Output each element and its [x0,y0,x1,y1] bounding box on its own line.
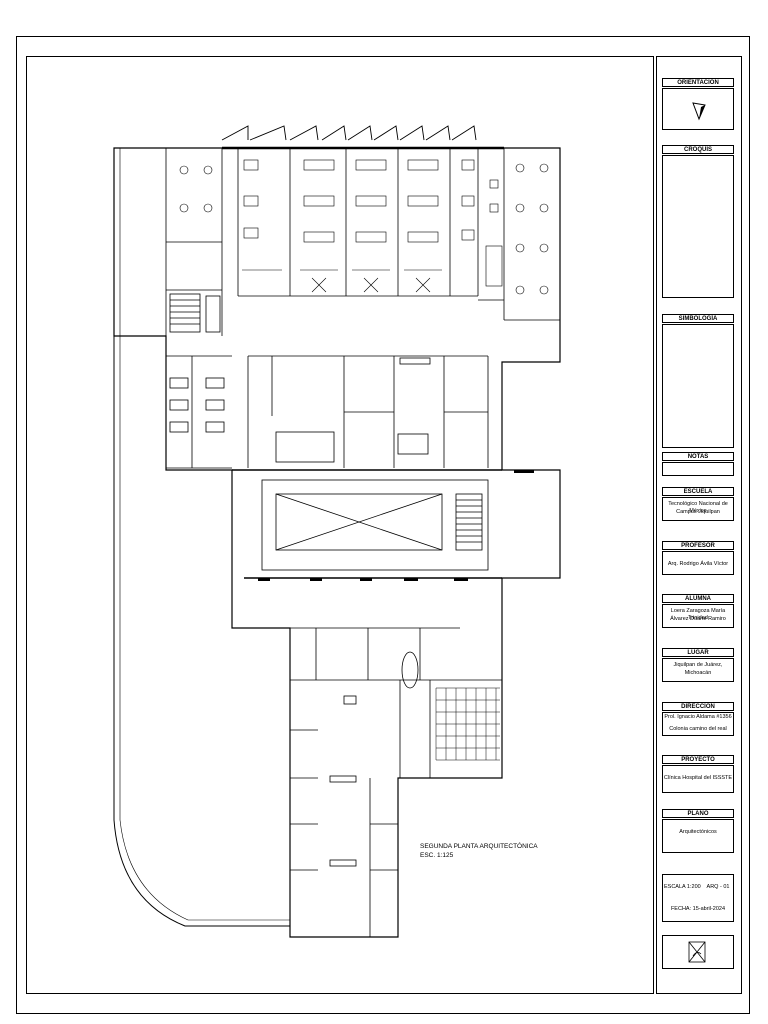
middle-block [166,355,502,471]
direccion-box [662,712,734,736]
lugar-box [662,658,734,682]
profesor-name: Arq. Rodrigo Ávila Víctor [667,561,729,567]
croquis-header: CROQUIS [662,145,734,154]
logo-box [662,935,734,969]
alumna-box [662,604,734,628]
escala-text: ESCALA 1:200 [664,884,701,890]
direccion-header: DIRECCIÓN [662,702,734,711]
direccion-line2: Colonia camino del real [669,726,727,732]
orientation-header: ORIENTACIÓN [662,78,734,87]
top-wing-rooms [165,148,560,336]
notas-header: NOTAS [662,452,734,461]
alumna-line1: Loera Zaragoza María Trinidad [670,608,726,621]
proyecto-header: PROYECTO [662,755,734,764]
lugar-line2: Michoacán [684,670,712,676]
plan-scale: ESC. 1:125 [420,852,454,859]
escuela-line1: Tecnológico Nacional de México [668,501,728,514]
lugar-line1: Jiquilpan de Juárez, [673,662,723,668]
round-tables [179,163,549,295]
plano-name: Arquitectónicos [679,829,717,835]
lugar-header: LUGAR [662,648,734,657]
fecha-text: FECHA: 15-abril-2024 [670,906,726,912]
facade-shades [221,125,504,150]
facade-marks [258,470,534,581]
central-void [244,469,560,579]
plano-box [662,819,734,853]
notas-box [662,462,734,476]
orientation-box [662,88,734,130]
escuela-header: ESCUELA [662,487,734,496]
proyecto-box [662,765,734,793]
croquis-box [662,155,734,298]
drawing-sheet-border [16,36,750,1014]
escala-box [662,874,734,922]
sheet-code: ARQ - 01 [706,884,730,890]
north-arrow-icon [692,102,706,121]
alumna-header: ALUMNA [662,594,734,603]
lower-block [290,627,502,937]
alumna-line2: Álvarez Duarte Ramiro [670,616,726,622]
profesor-header: PROFESOR [662,541,734,550]
auditorium-seats [435,687,500,761]
drawing-frame [26,56,654,994]
direccion-line1: Prol. Ignacio Aldama #1356 [664,714,732,720]
title-block [656,56,742,994]
plan-title: SEGUNDA PLANTA ARQUITECTÓNICA [420,843,538,850]
office-furniture [242,159,503,293]
plano-header: PLANO [662,809,734,818]
escuela-box [662,497,734,521]
profesor-box [662,551,734,575]
escuela-line2: Campus Jiquilpan [676,509,720,515]
building-outline [113,147,561,938]
stamp-logo-icon [688,941,706,963]
proyecto-name: Clínica Hospital del ISSSTE [663,775,733,781]
simbologia-header: SIMBOLOGÍA [662,314,734,323]
plan-title-block: SEGUNDA PLANTA ARQUITECTÓNICA ESC. 1:125 [420,842,538,860]
simbologia-box [662,324,734,448]
